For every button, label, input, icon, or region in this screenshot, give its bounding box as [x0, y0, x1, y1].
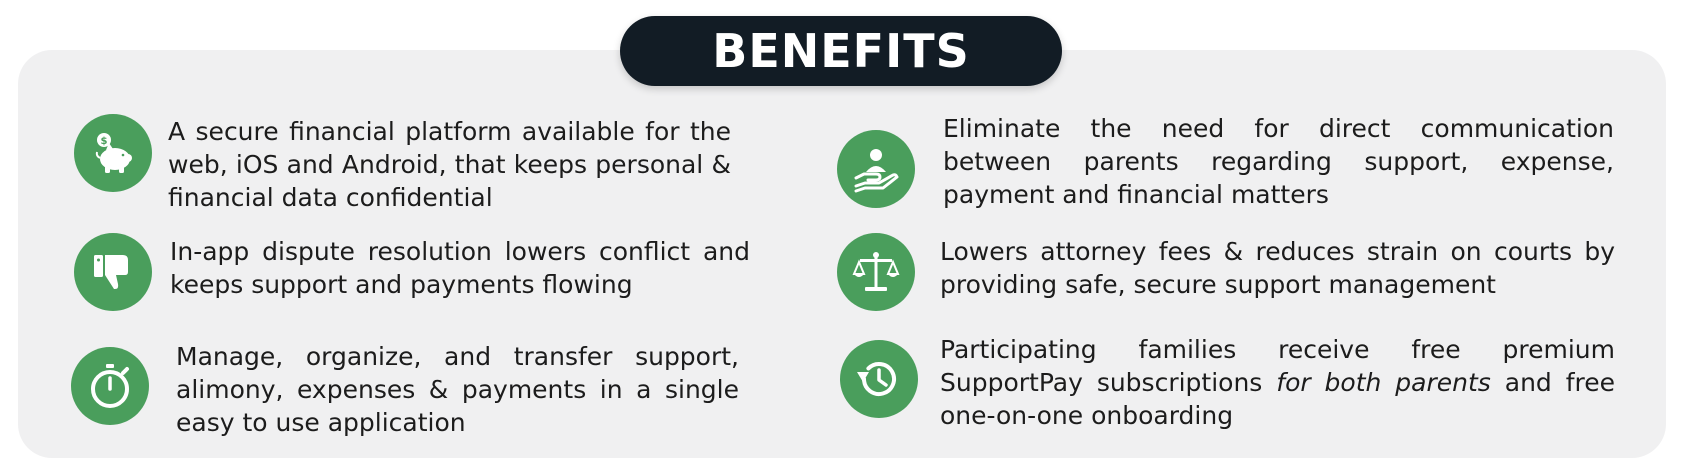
benefit-text-dispute-resolution: In-app dispute resolution lowers conflic… [170, 237, 750, 299]
benefit-text-eliminate-communication: Eliminate the need for direct communicat… [943, 114, 1614, 209]
hand-holding-person-icon [837, 130, 915, 208]
benefit-text-manage-organize: Manage, organize, and transfer support, … [176, 342, 739, 437]
benefit-text-emphasis: for both parents [1276, 368, 1491, 397]
thumbs-down-icon [74, 233, 152, 311]
benefit-text-secure-platform: A secure financial platform available fo… [168, 117, 731, 212]
piggy-bank-icon: $ [74, 114, 152, 192]
benefit-text-part-2: and free one-on-one onboarding [940, 368, 1615, 430]
history-clock-icon [840, 340, 918, 418]
scales-of-justice-icon [837, 233, 915, 311]
benefit-text-lowers-fees: Lowers attorney fees & reduces strain on… [940, 237, 1615, 299]
stopwatch-icon [71, 347, 149, 425]
benefit-text-part-1: Participating families receive free prem… [940, 335, 1615, 397]
svg-text:$: $ [101, 136, 108, 147]
benefits-title: BENEFITS [620, 16, 1062, 86]
benefit-text-participating-families: Participating families receive free prem… [940, 333, 1615, 432]
